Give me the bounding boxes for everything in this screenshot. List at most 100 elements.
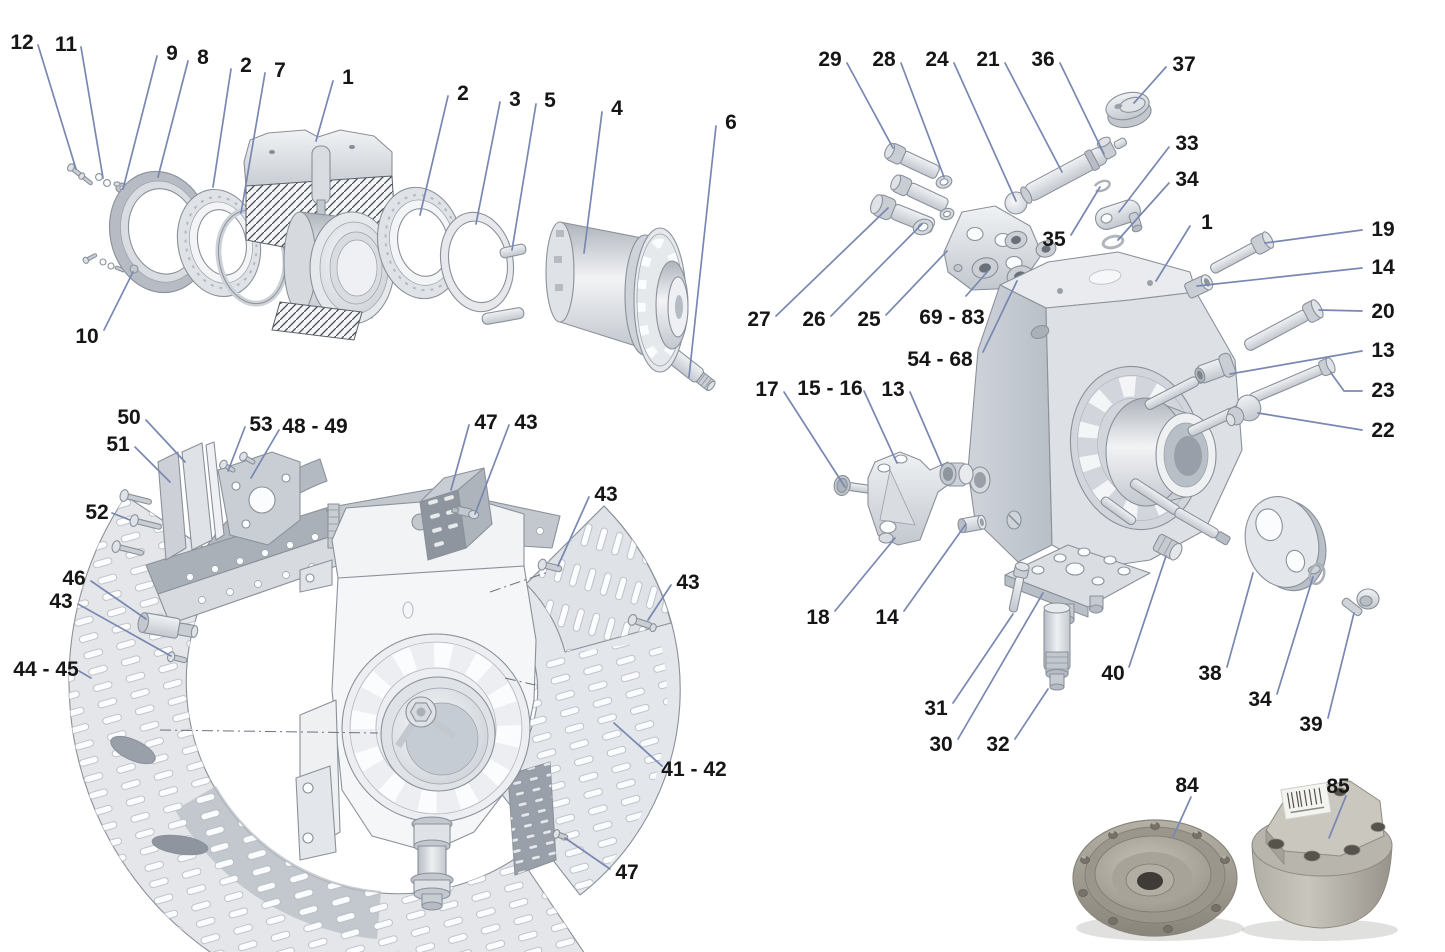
leader-line-34a: [1117, 182, 1170, 241]
pin-14-lower: [957, 514, 987, 534]
bracket-plates-50-51: [157, 441, 225, 561]
callout-label-39: 39: [1299, 713, 1322, 736]
callout-label-32: 32: [986, 733, 1009, 756]
leader-line-2b: [419, 95, 449, 216]
leader-line-29: [846, 62, 894, 149]
cover-cap-37: [1105, 91, 1152, 129]
engine-mount-bracket-15-16: [833, 451, 974, 546]
bolt-19: [1210, 231, 1275, 274]
plug-40: [1152, 533, 1183, 561]
leader-line-5: [511, 103, 537, 251]
callout-label-14a: 14: [1371, 256, 1395, 279]
callout-label-17: 17: [755, 378, 778, 401]
leader-line-21: [1004, 62, 1063, 173]
callout-label-19: 19: [1371, 218, 1394, 241]
small-screws-cluster-bottom: [82, 253, 126, 273]
leader-line-13a: [1229, 350, 1363, 375]
leader-line-30: [957, 592, 1044, 740]
leader-line-84: [1172, 796, 1192, 838]
callout-label-40: 40: [1101, 662, 1124, 685]
callout-label-52: 52: [85, 501, 108, 524]
callout-label-41-42: 41 - 42: [661, 758, 726, 781]
leader-line-46: [90, 580, 147, 620]
leader-line-10: [103, 271, 134, 331]
callout-label-15-16: 15 - 16: [797, 377, 862, 400]
leader-line-51: [134, 446, 171, 483]
leader-line-18: [834, 537, 896, 612]
screw-43-center: [537, 558, 563, 573]
callout-label-2b: 2: [457, 82, 469, 105]
standoff-46: [137, 612, 199, 639]
callout-label-28: 28: [872, 48, 896, 71]
button-bolt-39: [1341, 588, 1380, 617]
bushing-14: [1184, 274, 1214, 299]
side-cover-38: [1244, 496, 1327, 592]
pump-housing-body: [295, 497, 537, 911]
callout-label-31: 31: [924, 697, 948, 720]
callout-label-38: 38: [1198, 662, 1222, 685]
flanged-bushing-13: [1194, 352, 1237, 384]
callout-label-47b: 47: [615, 861, 638, 884]
leader-line-23: [1330, 372, 1363, 392]
leader-line-24: [953, 62, 1017, 202]
callout-label-37: 37: [1172, 53, 1195, 76]
leader-line-1a: [315, 80, 334, 142]
collar-22: [1225, 394, 1262, 427]
ring-34-lower: [1308, 562, 1326, 586]
photo-part-84-flange-cover: [1072, 819, 1244, 941]
leader-line-34b: [1276, 576, 1314, 695]
screws-53: [219, 451, 256, 473]
leader-line-37: [1133, 66, 1167, 104]
callout-label-34b: 34: [1248, 688, 1272, 711]
dowel-pins-5: [481, 243, 527, 325]
callout-label-10: 10: [75, 325, 98, 348]
seal-ring-3: [439, 211, 515, 313]
callout-label-7a: 7: [274, 59, 286, 82]
leader-line-39: [1327, 612, 1355, 719]
callout-label-12: 12: [10, 31, 33, 54]
leader-line-54-68: [982, 280, 1018, 353]
leader-line-35: [1070, 186, 1101, 236]
leader-line-3: [475, 101, 501, 225]
callout-label-29: 29: [818, 48, 841, 71]
spacer-cylinder-32: [1043, 602, 1071, 691]
callout-label-9: 9: [166, 42, 178, 65]
perforated-plate-lower: [507, 761, 557, 876]
callout-label-8: 8: [197, 46, 209, 69]
leader-line-52: [111, 512, 131, 521]
leader-line-27: [775, 207, 889, 317]
leader-line-6: [688, 125, 717, 378]
leader-line-43c: [557, 496, 590, 567]
leader-line-11: [80, 46, 104, 179]
bolt-31: [1008, 561, 1030, 613]
callout-label-3: 3: [509, 88, 521, 111]
construction-line-a: [159, 729, 379, 734]
clip-35: [1093, 179, 1111, 193]
callout-label-85: 85: [1326, 775, 1350, 798]
callout-label-43b: 43: [514, 411, 537, 434]
leader-line-43a: [77, 603, 172, 657]
leader-line-26: [830, 223, 923, 317]
leader-line-14b: [903, 523, 967, 612]
leader-line-28: [900, 62, 945, 178]
callout-label-14b: 14: [875, 606, 899, 629]
leader-line-47a: [450, 424, 470, 491]
callout-label-35: 35: [1042, 228, 1066, 251]
leader-line-4: [583, 111, 603, 254]
ring-34: [1101, 234, 1125, 250]
sectioned-housing-1: [243, 129, 397, 341]
front-bearing-housing-assembly: [66, 129, 716, 392]
leader-line-48-49: [250, 429, 280, 479]
callout-label-21: 21: [976, 48, 1000, 71]
bolt-20: [1244, 299, 1324, 351]
leader-line-25: [885, 250, 948, 316]
screw-43-right: [627, 613, 657, 633]
leader-line-1b: [1155, 225, 1191, 282]
leader-line-43d: [647, 584, 672, 621]
callout-label-30: 30: [929, 733, 952, 756]
callout-label-1a: 1: [342, 66, 354, 89]
leader-line-36: [1059, 62, 1105, 155]
